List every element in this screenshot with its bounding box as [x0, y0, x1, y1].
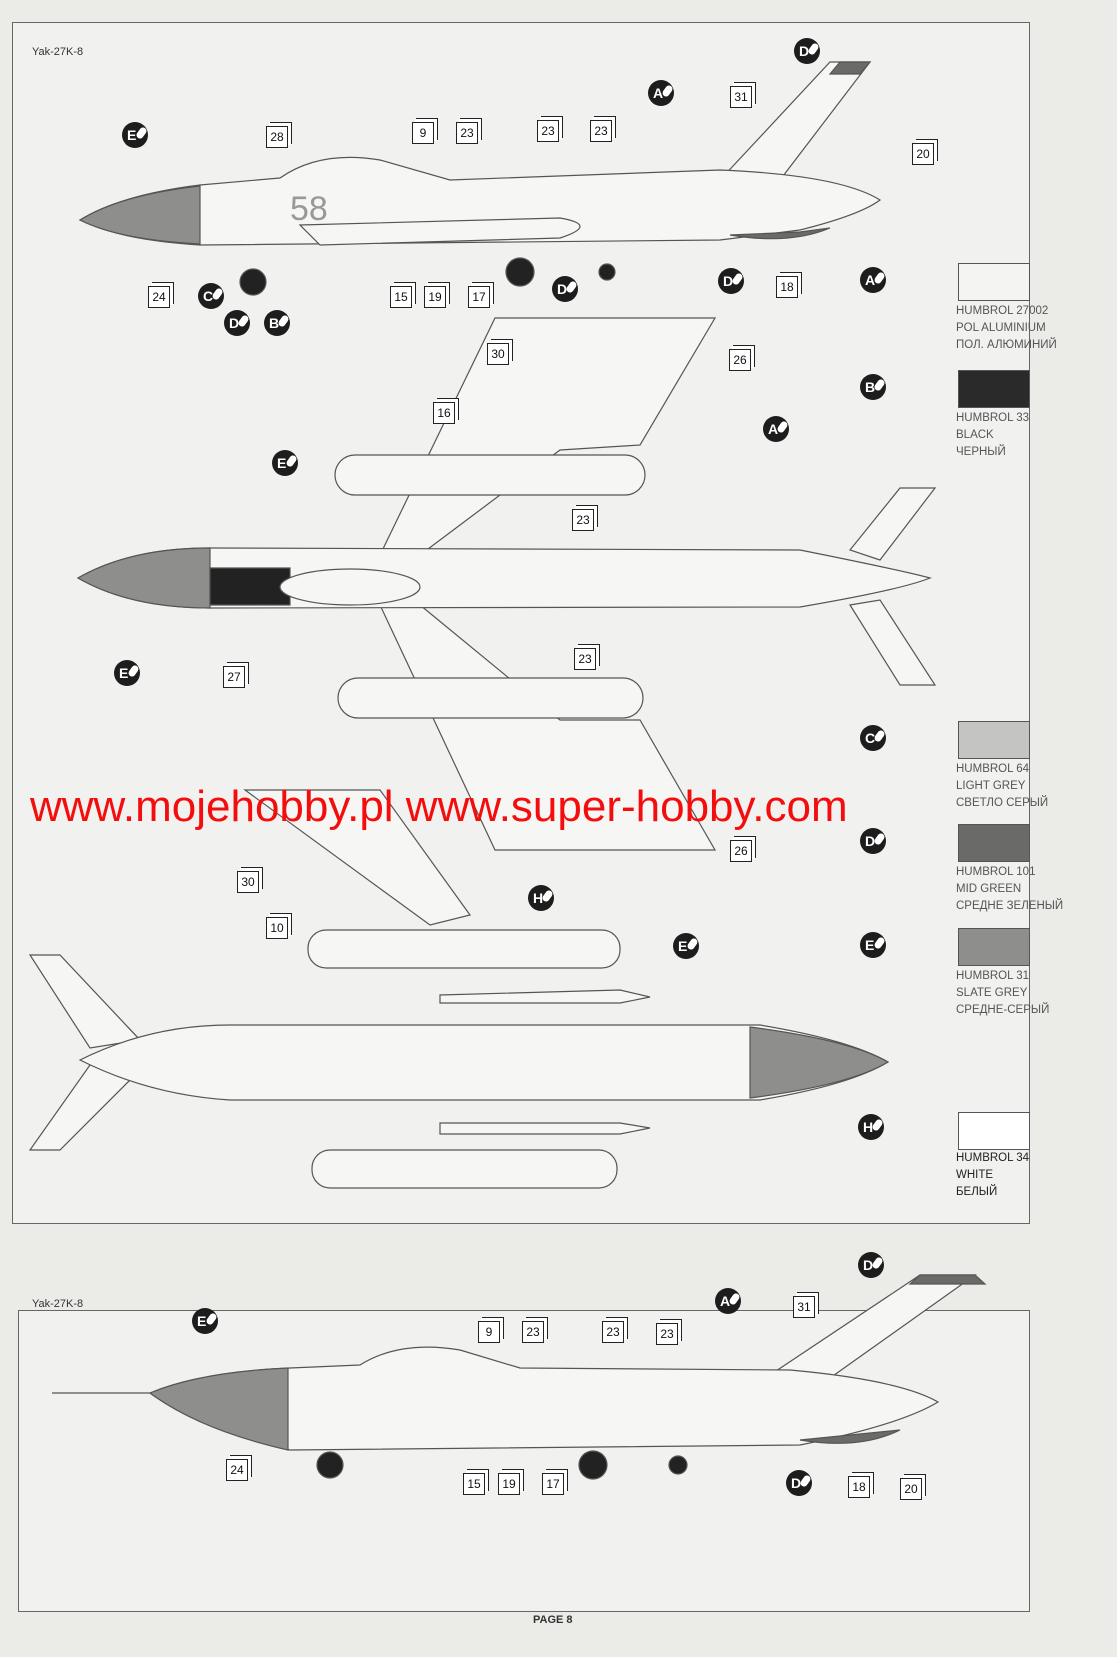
- panel-bottom: [18, 1310, 1030, 1612]
- paint-marker: H: [528, 885, 554, 911]
- paint-marker: E: [673, 933, 699, 959]
- swatch-d: [958, 824, 1030, 862]
- page-number: PAGE 8: [533, 1614, 573, 1626]
- callout: 26: [729, 349, 751, 371]
- callout: 19: [498, 1473, 520, 1495]
- callout: 9: [412, 122, 434, 144]
- paint-marker: D: [718, 268, 744, 294]
- paint-marker: C: [860, 725, 886, 751]
- top-view-aircraft: [76, 317, 937, 851]
- callout: 28: [266, 126, 288, 148]
- callout: 20: [900, 1478, 922, 1500]
- panel-title-2: Yak-27K-8: [32, 1298, 84, 1310]
- callout: 23: [574, 648, 596, 670]
- callout: 30: [487, 343, 509, 365]
- paint-marker: E: [272, 450, 298, 476]
- swatch-a: [958, 263, 1030, 301]
- callout: 17: [542, 1473, 564, 1495]
- callout: 17: [468, 286, 490, 308]
- paint-marker: H: [858, 1114, 884, 1140]
- callout: 9: [478, 1321, 500, 1343]
- callout: 23: [572, 509, 594, 531]
- side-view-aircraft: [78, 61, 882, 296]
- callout: 10: [266, 917, 288, 939]
- paint-marker: A: [648, 80, 674, 106]
- callout: 18: [776, 276, 798, 298]
- callout: 23: [537, 120, 559, 142]
- paint-marker: D: [794, 38, 820, 64]
- callout: 15: [390, 286, 412, 308]
- callout: 15: [463, 1473, 485, 1495]
- paint-marker: E: [192, 1308, 218, 1334]
- paint-marker: E: [122, 122, 148, 148]
- paint-marker: A: [715, 1288, 741, 1314]
- callout: 18: [848, 1476, 870, 1498]
- callout: 26: [730, 840, 752, 862]
- paint-marker: E: [114, 660, 140, 686]
- side-view-aircraft-2: [52, 1274, 987, 1480]
- callout: 31: [730, 86, 752, 108]
- callout: 23: [522, 1321, 544, 1343]
- callout: 23: [656, 1323, 678, 1345]
- panel-title: Yak-27K-8: [32, 46, 84, 58]
- paint-marker: A: [860, 267, 886, 293]
- callout: 23: [590, 120, 612, 142]
- paint-marker: B: [860, 374, 886, 400]
- swatch-c: [958, 721, 1030, 759]
- side-marking: 58: [290, 190, 328, 228]
- swatch-h: [958, 1112, 1030, 1150]
- callout: 23: [602, 1321, 624, 1343]
- swatch-b: [958, 370, 1030, 408]
- paint-marker: E: [860, 932, 886, 958]
- paint-marker: A: [763, 416, 789, 442]
- callout: 24: [226, 1459, 248, 1481]
- callout: 20: [912, 143, 934, 165]
- callout: 24: [148, 286, 170, 308]
- callout: 27: [223, 666, 245, 688]
- callout: 23: [456, 122, 478, 144]
- paint-marker: D: [858, 1252, 884, 1278]
- callout: 19: [424, 286, 446, 308]
- paint-marker: D: [224, 310, 250, 336]
- paint-marker: C: [198, 283, 224, 309]
- paint-marker: D: [860, 828, 886, 854]
- callout: 30: [237, 871, 259, 893]
- watermark: www.mojehobby.pl www.super-hobby.com: [30, 782, 848, 831]
- callout: 16: [433, 402, 455, 424]
- swatch-e: [958, 928, 1030, 966]
- paint-marker: D: [786, 1470, 812, 1496]
- paint-marker: B: [264, 310, 290, 336]
- callout: 31: [793, 1296, 815, 1318]
- paint-marker: D: [552, 276, 578, 302]
- underside-view-aircraft: [28, 789, 890, 1189]
